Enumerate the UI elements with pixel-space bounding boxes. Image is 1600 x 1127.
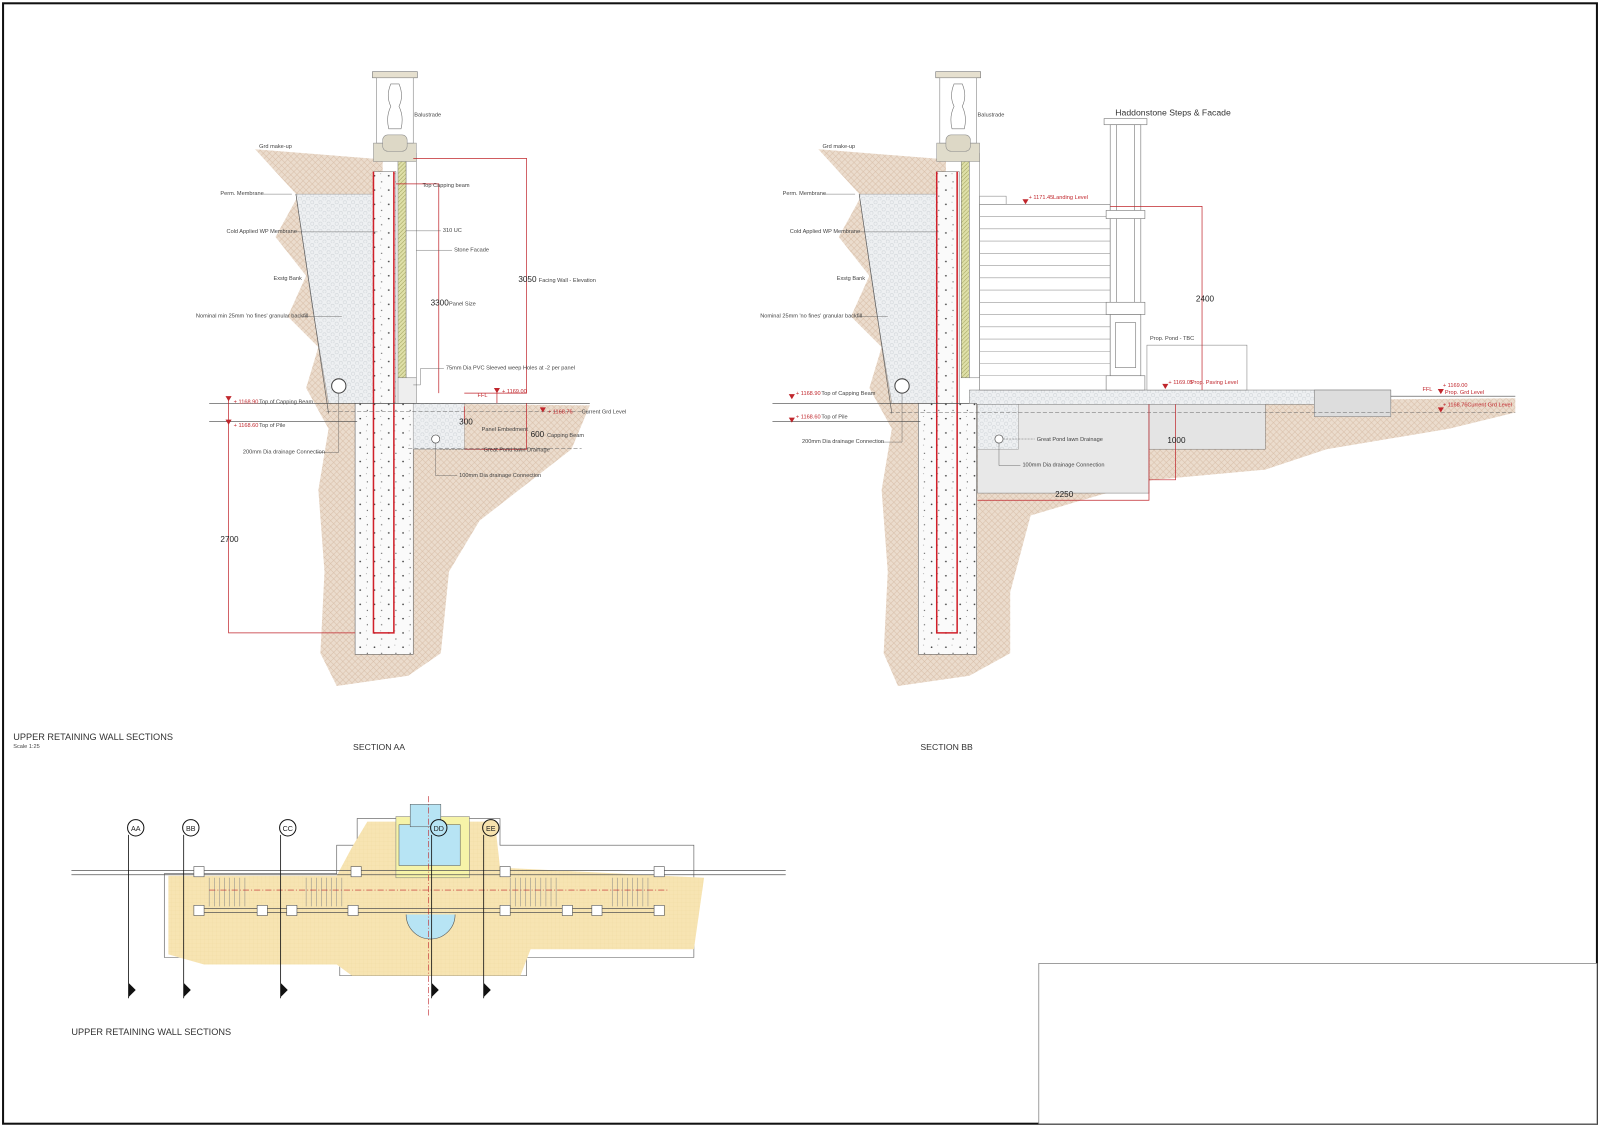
dim-3300: 3300 (431, 298, 450, 307)
label-top-capping: Top Capping beam (422, 183, 469, 189)
label-cold-wp: Cold Applied WP Membrane (227, 229, 297, 235)
section-marker-aa[interactable]: AA (127, 819, 145, 999)
label-grd-makeup: Grd make-up (822, 144, 855, 150)
sand-area (168, 821, 705, 976)
level-cap-value: + 1168.90 (234, 399, 259, 405)
section-marker-cc[interactable]: CC (279, 819, 297, 999)
label-backfill: Nominal min 25mm 'no fines' granular bac… (196, 314, 309, 320)
section-marker-label: EE (486, 825, 496, 833)
sheet-scale: Scale 1:25 (13, 744, 40, 750)
label-cold-wp: Cold Applied WP Membrane (790, 229, 860, 235)
pond-wall (1146, 344, 1248, 391)
plan-title: UPPER RETAINING WALL SECTIONS (71, 1027, 231, 1037)
dim-1000: 1000 (1167, 436, 1186, 445)
label-drain200: 200mm Dia drainage Connection (802, 439, 884, 445)
label-pond-drain: Great Pond lawn Drainage (1037, 437, 1103, 443)
level-cap-value: + 1168.90 (796, 391, 821, 397)
level-landing-label: Landing Level (1053, 195, 1088, 201)
label-capping-beam: Capping Beam (547, 433, 584, 439)
level-grd-label: Current Grd Level (1467, 402, 1512, 408)
section-aa-title: SECTION AA (353, 742, 405, 752)
section-marker-bb[interactable]: BB (182, 819, 200, 999)
label-ffl: FFL (1422, 387, 1432, 393)
section-marker-label: CC (283, 825, 293, 833)
level-pile-label: Top of Pile (259, 423, 285, 429)
level-grd-value: + 1168.76 (548, 410, 573, 416)
label-drain200: 200mm Dia drainage Connection (243, 449, 325, 455)
level-pile-value: + 1168.60 (796, 415, 821, 421)
drain-pipe (331, 378, 347, 394)
level-pile-label: Top of Pile (821, 415, 847, 421)
title-block (1038, 963, 1598, 1125)
level-paving-label: Prop. Paving Level (1191, 380, 1238, 386)
baluster (372, 71, 418, 152)
section-bb-heading: Haddonstone Steps & Facade (1115, 108, 1231, 118)
section-bb-title: SECTION BB (920, 742, 973, 752)
section-marker-label: DD (434, 825, 444, 833)
label-perm-membrane: Perm. Membrane (220, 191, 263, 197)
label-uc: 310 UC (443, 228, 462, 234)
level-paving-value: + 1169.05 (1168, 380, 1193, 386)
level-pile-value: + 1168.60 (234, 423, 259, 429)
dim-300: 300 (459, 418, 473, 427)
dim-2250: 2250 (1055, 490, 1074, 499)
plan-view: AA BB CC DD EE (71, 796, 786, 1016)
label-balustrade: Balustrade (978, 113, 1005, 119)
rebar (372, 171, 395, 634)
level-landing-value: + 1171.45 (1029, 195, 1054, 201)
label-panel-embedment: Panel Embedment (482, 427, 529, 433)
dim-2400: 2400 (1196, 294, 1215, 303)
section-bb: Haddonstone Steps & Facade Balustrade Gr… (760, 71, 1516, 752)
level-cap-label: Top of Capping Beam (259, 399, 313, 405)
label-facing-wall: Facing Wall - Elevation (539, 278, 596, 284)
label-weep: 75mm Dia PVC Sleeved weep Holes at -2 pe… (446, 366, 575, 372)
label-ffl: FFL (478, 393, 488, 399)
dim-2700: 2700 (220, 535, 239, 544)
pile (354, 402, 414, 655)
label-pond: Prop. Pond - TBC (1150, 336, 1194, 342)
label-backfill: Nominal 25mm 'no fines' granular backfil… (760, 314, 862, 320)
dim-3050: 3050 (518, 275, 537, 284)
section-aa: Balustrade Grd make-up Perm. Membrane Co… (196, 71, 627, 752)
wall-panel (373, 171, 397, 404)
level-cap-label: Top of Capping Beam (821, 391, 875, 397)
facade-hatch (397, 158, 407, 379)
label-exstg-bank: Exstg Bank (273, 276, 302, 282)
section-marker-ee[interactable]: EE (482, 819, 500, 999)
section-marker-label: AA (131, 825, 141, 833)
facade-column (1103, 118, 1148, 391)
label-perm-membrane: Perm. Membrane (783, 191, 826, 197)
pile (918, 402, 977, 655)
level-ffl-value: + 1169.00 (502, 389, 527, 395)
label-stone-facade: Stone Facade (454, 247, 489, 253)
level-grd-value: + 1168.76 (1443, 402, 1468, 408)
level-prop-grd-label: Prop. Grd Level (1445, 390, 1484, 396)
steps (979, 195, 1111, 391)
section-marker-label: BB (186, 825, 196, 833)
label-drain100: 100mm Dia drainage Connection (459, 473, 541, 479)
level-prop-grd-value: + 1169.00 (1443, 383, 1468, 389)
baluster (935, 71, 981, 152)
sheet-title: UPPER RETAINING WALL SECTIONS (13, 732, 173, 742)
label-pond-drain: Great Pond lawn Drainage (484, 447, 550, 453)
level-grd-label: Current Grd Level (582, 410, 627, 416)
label-balustrade: Balustrade (414, 113, 441, 119)
label-grd-makeup: Grd make-up (259, 144, 292, 150)
label-panel-size: Panel Size (449, 301, 476, 307)
label-drain100: 100mm Dia drainage Connection (1022, 463, 1104, 469)
dim-600: 600 (531, 430, 545, 439)
label-exstg-bank: Exstg Bank (837, 276, 866, 282)
section-marker-dd[interactable]: DD (430, 819, 448, 999)
